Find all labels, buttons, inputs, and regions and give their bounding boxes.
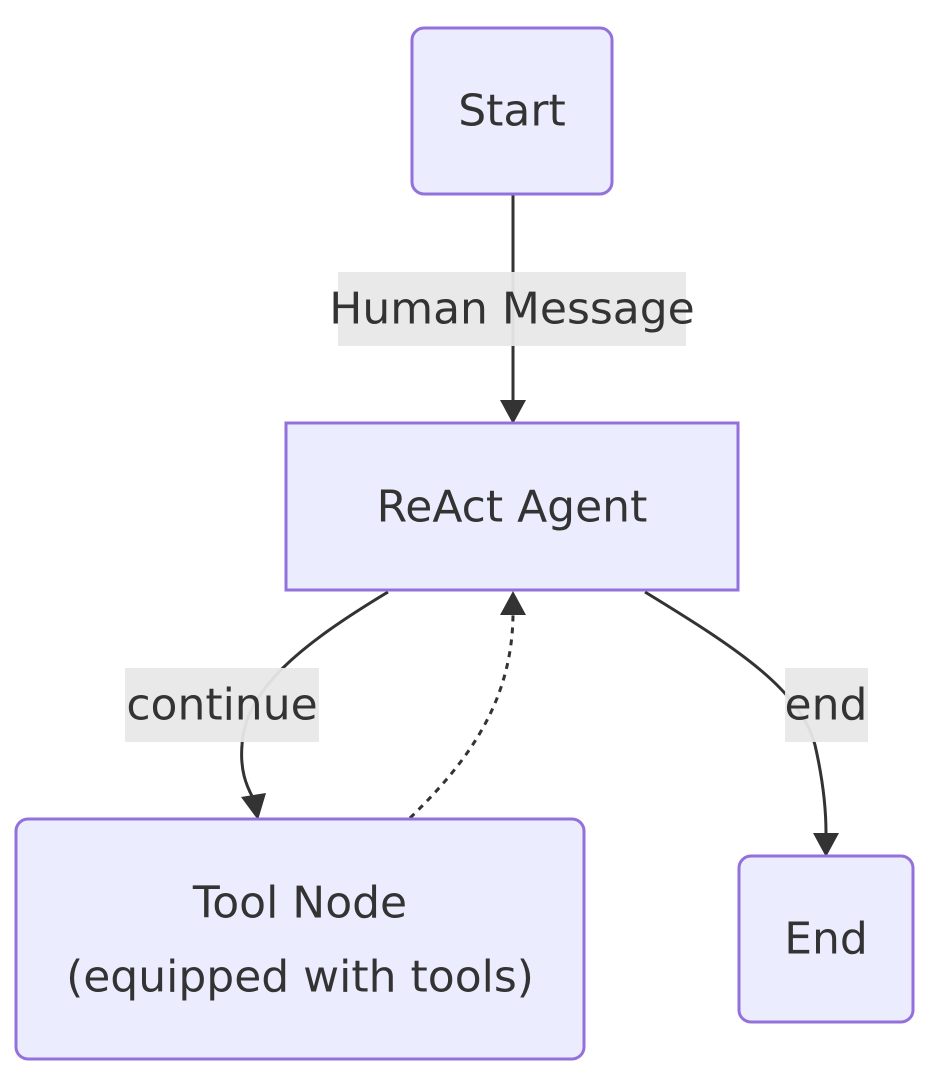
node-end[interactable]: End [737, 854, 915, 1024]
node-tool-box[interactable] [14, 817, 586, 1061]
node-tool-label-line2: (equipped with tools) [66, 952, 534, 1003]
edge-label-continue: continue [125, 668, 319, 742]
arrowhead-start-to-agent [500, 400, 526, 424]
edge-label-end-bg [785, 668, 868, 742]
edge-labels: Human Message continue end [125, 272, 868, 742]
node-start[interactable]: Start [410, 26, 614, 196]
edge-label-continue-text: continue [126, 680, 317, 731]
node-react-agent[interactable]: ReAct Agent [284, 421, 740, 592]
edge-label-end: end [785, 668, 868, 742]
edge-label-human-message-text: Human Message [329, 284, 695, 335]
nodes: Start ReAct Agent Tool Node (equipped wi… [14, 26, 915, 1061]
edge-tool-to-agent [408, 614, 515, 820]
node-start-box[interactable] [410, 26, 614, 196]
arrowhead-tool-to-agent [500, 591, 526, 615]
node-react-agent-label: ReAct Agent [377, 482, 648, 533]
edge-label-end-text: end [785, 680, 868, 731]
arrowhead-agent-to-tool [241, 793, 266, 820]
edge-label-continue-bg [125, 668, 319, 742]
node-tool-label-line1: Tool Node [192, 878, 407, 929]
node-end-box[interactable] [737, 854, 915, 1024]
node-end-label: End [784, 914, 868, 965]
node-start-label: Start [458, 86, 566, 137]
arrowhead-agent-to-end [813, 833, 839, 857]
node-react-agent-box[interactable] [284, 421, 740, 592]
node-tool[interactable]: Tool Node (equipped with tools) [14, 817, 586, 1061]
edge-label-human-message: Human Message [329, 272, 695, 346]
edge-label-human-message-bg [338, 272, 686, 346]
